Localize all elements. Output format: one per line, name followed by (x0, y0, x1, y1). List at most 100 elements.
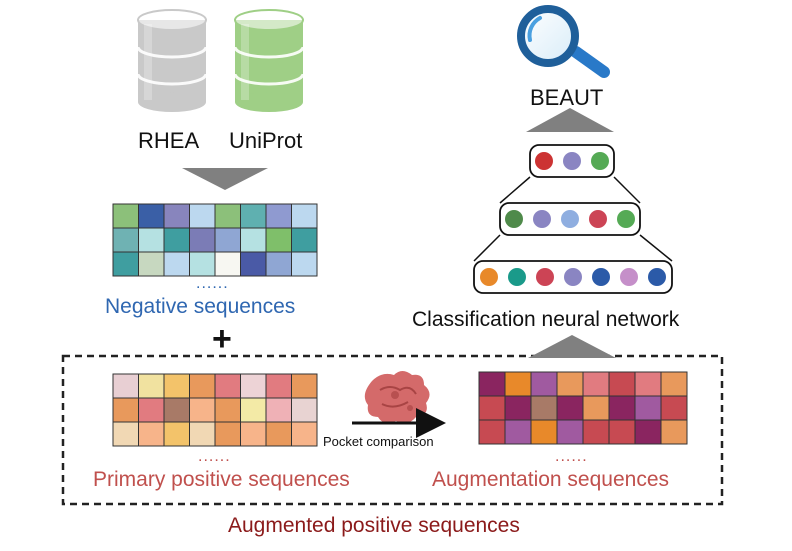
negative-cell (163, 227, 190, 253)
augmentation-grid (478, 371, 688, 445)
augmented-positive-box (61, 354, 724, 506)
negative-cell (138, 203, 165, 229)
negative-cell (240, 203, 267, 229)
augmented-positive-label: Augmented positive sequences (228, 514, 520, 537)
negative-cell (189, 227, 216, 253)
primary-cell (265, 397, 292, 423)
augmentation-cell (608, 419, 636, 445)
magnifier-icon (517, 5, 610, 78)
augmentation-cell (504, 395, 532, 421)
augmentation-cell (660, 419, 688, 445)
augmentation-cell (504, 419, 532, 445)
negative-cell (163, 203, 190, 229)
rhea-label: RHEA (138, 128, 200, 153)
negative-cell (240, 251, 267, 277)
primary-cell (265, 421, 292, 447)
augmentation-cell (608, 371, 636, 397)
negative-cell (112, 251, 139, 277)
negative-cell (265, 227, 292, 253)
primary-cell (138, 421, 165, 447)
negative-cell (138, 227, 165, 253)
negative-cell (291, 251, 318, 277)
augmentation-cell (556, 395, 584, 421)
primary-positive-grid (112, 373, 318, 447)
plus-sign: + (212, 320, 232, 358)
negative-cell (265, 203, 292, 229)
nn-node (648, 268, 666, 286)
augmentation-label: Augmentation sequences (432, 468, 669, 491)
primary-cell (112, 397, 139, 423)
negative-ellipsis: ...... (196, 275, 229, 292)
nn-node (505, 210, 523, 228)
classifier-label: Classification neural network (412, 308, 680, 331)
augmentation-cell (582, 371, 610, 397)
uniprot-database-icon (233, 9, 305, 112)
up-arrow-to-beaut-icon (526, 108, 614, 132)
augmentation-cell (634, 395, 662, 421)
primary-cell (291, 373, 318, 399)
augmentation-cell (634, 419, 662, 445)
negative-cell (214, 227, 241, 253)
primary-cell (240, 373, 267, 399)
primary-cell (163, 373, 190, 399)
primary-cell (291, 397, 318, 423)
primary-cell (138, 397, 165, 423)
negative-cell (138, 251, 165, 277)
down-arrow-icon (182, 168, 268, 190)
nn-node (564, 268, 582, 286)
primary-cell (112, 421, 139, 447)
augmentation-cell (504, 371, 532, 397)
primary-cell (138, 373, 165, 399)
primary-cell (189, 397, 216, 423)
primary-cell (163, 421, 190, 447)
nn-node (589, 210, 607, 228)
augmentation-cell (582, 419, 610, 445)
primary-cell (112, 373, 139, 399)
primary-cell (214, 421, 241, 447)
pocket-comparison-label: Pocket comparison (323, 434, 434, 449)
nn-node (620, 268, 638, 286)
augmentation-cell (530, 395, 558, 421)
augmentation-cell (582, 395, 610, 421)
nn-node (533, 210, 551, 228)
nn-node (535, 152, 553, 170)
primary-cell (240, 397, 267, 423)
nn-node (508, 268, 526, 286)
augmentation-cell (478, 371, 506, 397)
primary-cell (163, 397, 190, 423)
uniprot-label: UniProt (229, 128, 303, 153)
up-arrow-to-network-icon (528, 335, 616, 358)
nn-node (561, 210, 579, 228)
primary-cell (240, 421, 267, 447)
augmentation-ellipsis: ...... (555, 448, 588, 465)
negative-sequences-label: Negative sequences (105, 295, 296, 318)
primary-cell (189, 373, 216, 399)
primary-cell (214, 373, 241, 399)
negative-cell (214, 203, 241, 229)
model-title: BEAUT (530, 85, 604, 110)
augmentation-cell (530, 371, 558, 397)
nn-node (617, 210, 635, 228)
primary-ellipsis: ...... (198, 448, 231, 465)
augmentation-cell (608, 395, 636, 421)
negative-cell (189, 251, 216, 277)
augmentation-cell (556, 371, 584, 397)
augmentation-cell (478, 395, 506, 421)
nn-node (591, 152, 609, 170)
negative-cell (240, 227, 267, 253)
negative-cell (163, 251, 190, 277)
nn-node (536, 268, 554, 286)
protein-structure-icon (364, 371, 430, 424)
negative-sequences-grid (112, 203, 318, 277)
augmentation-cell (478, 419, 506, 445)
augmentation-cell (660, 395, 688, 421)
negative-cell (291, 227, 318, 253)
nn-node (563, 152, 581, 170)
negative-cell (291, 203, 318, 229)
augmentation-cell (556, 419, 584, 445)
primary-cell (265, 373, 292, 399)
negative-cell (214, 251, 241, 277)
primary-cell (189, 421, 216, 447)
nn-node (480, 268, 498, 286)
